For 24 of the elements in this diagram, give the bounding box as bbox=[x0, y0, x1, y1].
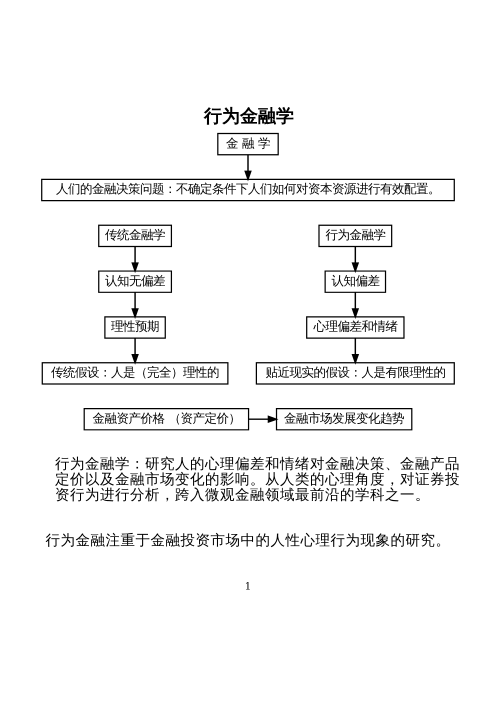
diagram-title: 行为金融学 bbox=[204, 106, 294, 128]
arrow bbox=[352, 292, 360, 319]
arrow bbox=[131, 292, 139, 319]
node-box: 传统假设：人是（完全）理性的 bbox=[42, 362, 228, 385]
arrow bbox=[131, 246, 139, 274]
node-box: 金融市场发展变化趋势 bbox=[276, 408, 412, 430]
node-box: 传统金融学 bbox=[98, 224, 172, 248]
node-box: 认知无偏差 bbox=[98, 270, 172, 293]
arrow bbox=[352, 246, 360, 274]
arrow bbox=[248, 415, 278, 423]
node-box: 理性预期 bbox=[104, 316, 166, 339]
node-box: 金 融 学 bbox=[217, 132, 279, 156]
arrow bbox=[352, 338, 360, 365]
node-box: 金融资产价格 （资产定价） bbox=[84, 408, 250, 430]
node-box: 行为金融学 bbox=[318, 224, 392, 248]
arrow bbox=[244, 154, 252, 182]
node-box: 认知偏差 bbox=[324, 270, 386, 293]
label: 行为金融注重于金融投资市场中的人性心理行为现象的研究。 bbox=[46, 532, 450, 549]
node-box: 贴近现实的假设：人是有限理性的 bbox=[256, 362, 455, 385]
label: 1 bbox=[244, 581, 252, 592]
node-box: 心理偏差和情绪 bbox=[306, 316, 405, 339]
arrow bbox=[131, 338, 139, 365]
node-box: 人们的金融决策问题：不确定条件下人们如何对资本资源进行有效配置。 bbox=[41, 178, 455, 202]
label: 行为金融学：研究人的心理偏差和情绪对金融决策、金融产品定价以及金融市场变化的影响。从人类的心理角度，对证券投资行为进行分析，跨入微观金融领域最前沿的学科之一。 bbox=[55, 456, 460, 504]
